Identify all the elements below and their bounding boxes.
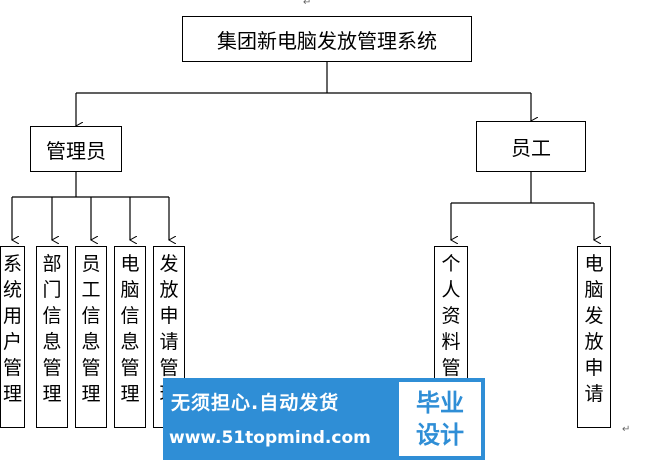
root-node: 集团新电脑发放管理系统 [182,16,472,62]
admin-node-label: 管理员 [46,138,106,163]
watermark-slogan: 无须担心.自动发货 [171,392,340,414]
admin-node: 管理员 [30,126,122,172]
leaf-label: 部 门 信 息 管 理 [42,253,62,405]
leaf-system-user-mgmt: 系 统 用 户 管 理 [0,246,25,428]
watermark-badge-line2: 设计 [416,421,464,449]
root-node-label: 集团新电脑发放管理系统 [217,28,437,53]
employee-node: 员工 [476,121,586,172]
leaf-label: 个 人 资 料 管 理 [441,253,461,405]
watermark-banner: 无须担心.自动发货 www.51topmind.com 毕业 设计 [163,378,485,460]
leaf-computer-issue-request: 电 脑 发 放 申 请 [577,246,611,428]
watermark-badge-line1: 毕业 [416,389,464,417]
leaf-label: 系 统 用 户 管 理 [2,253,22,405]
paragraph-mark-bottom: ↵ [622,424,631,435]
leaf-label: 电 脑 信 息 管 理 [120,253,140,405]
leaf-employee-info-mgmt: 员 工 信 息 管 理 [75,246,107,428]
leaf-dept-info-mgmt: 部 门 信 息 管 理 [36,246,68,428]
watermark-url: www.51topmind.com [169,428,371,448]
watermark-badge: 毕业 设计 [399,382,481,456]
leaf-computer-info-mgmt: 电 脑 信 息 管 理 [114,246,146,428]
watermark-text-area: 无须担心.自动发货 www.51topmind.com [163,378,399,460]
leaf-label: 电 脑 发 放 申 请 [584,253,604,405]
leaf-label: 员 工 信 息 管 理 [81,253,101,405]
employee-node-label: 员工 [511,136,551,160]
paragraph-mark-top: ↵ [303,0,312,8]
